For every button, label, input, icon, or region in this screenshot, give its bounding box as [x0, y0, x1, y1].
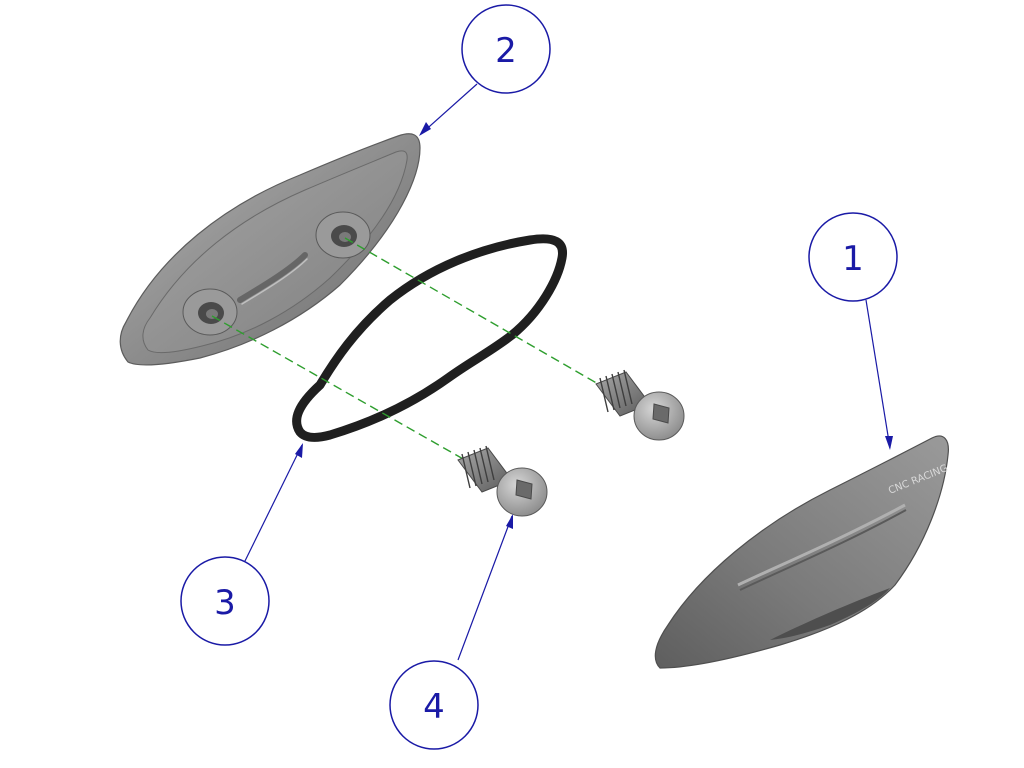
leader-2-arrowhead	[419, 122, 431, 136]
cover-ridge-shadow	[739, 509, 907, 591]
balloon-1-label: 1	[842, 239, 864, 279]
base-boss-upper	[315, 211, 371, 259]
screw-upper	[595, 369, 685, 441]
balloon-1: 1	[808, 212, 898, 302]
screw-lower	[457, 445, 548, 517]
leader-1-arrowhead	[885, 436, 893, 450]
base-plate-slot	[237, 252, 308, 303]
cover-body	[654, 435, 949, 669]
base-boss-lower	[182, 288, 238, 336]
cover-part-1: CNC RACING	[654, 435, 950, 669]
cover-lower-flap	[770, 588, 890, 640]
base-plate-slot-highlight	[241, 258, 308, 305]
balloon-4: 4	[389, 660, 479, 750]
cover-ridge	[737, 503, 906, 587]
balloon-3: 3	[180, 556, 270, 646]
leader-3-arrowhead	[295, 443, 303, 458]
leader-4-arrowhead	[506, 514, 513, 529]
leader-1	[865, 299, 891, 449]
leader-4	[457, 515, 513, 661]
centerline-upper	[344, 237, 601, 386]
leader-3	[243, 444, 303, 564]
balloon-2: 2	[461, 4, 551, 94]
assembly-centerlines	[211, 237, 601, 461]
balloon-4-label: 4	[423, 687, 445, 727]
leader-2	[420, 83, 478, 135]
balloon-3-label: 3	[214, 583, 236, 623]
base-plate-part-2	[119, 133, 421, 366]
centerline-lower	[211, 315, 466, 461]
leader-lines	[243, 83, 893, 661]
balloon-2-label: 2	[495, 31, 517, 71]
